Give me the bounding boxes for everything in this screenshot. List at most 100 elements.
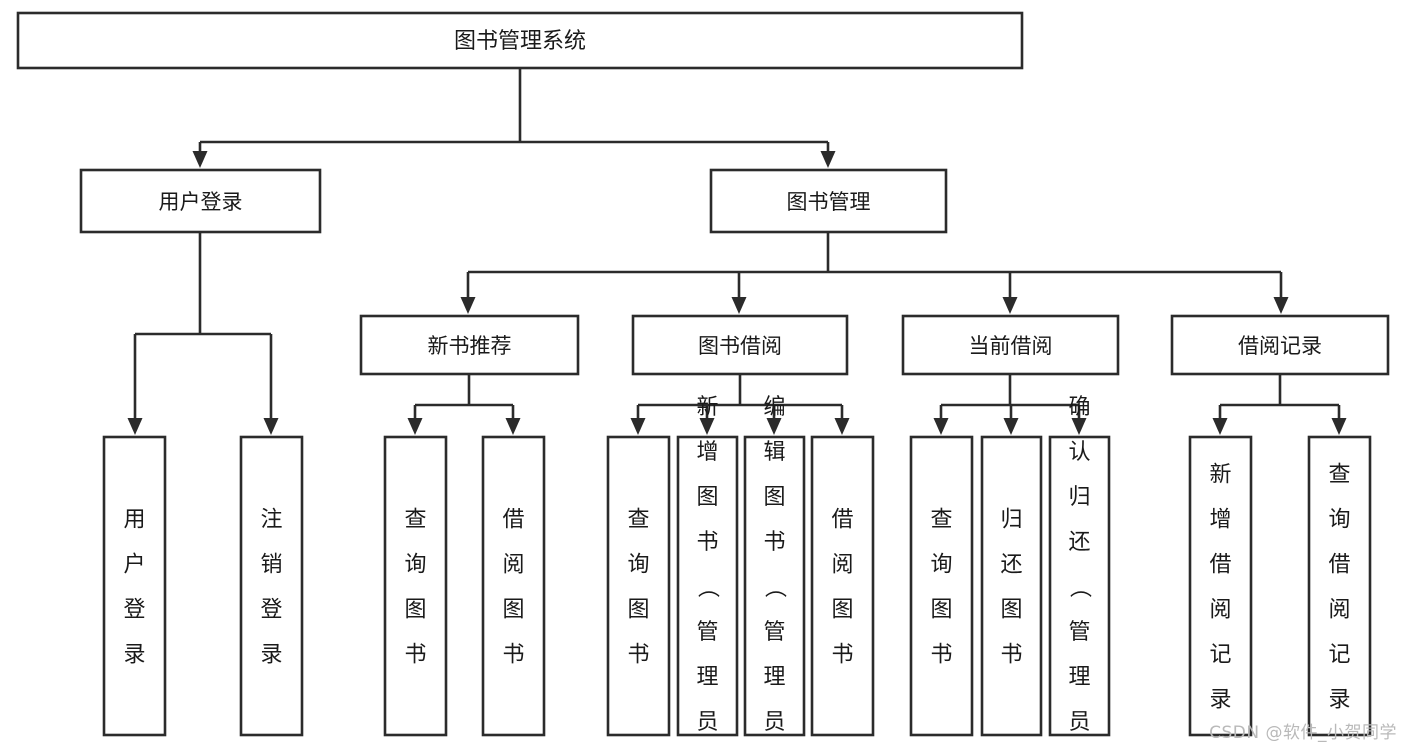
arrow-head-icon — [933, 418, 949, 435]
leaf-label-char: 查 — [404, 508, 426, 533]
node-box — [709, 168, 948, 234]
leaf-label-char: 管 — [1068, 620, 1090, 645]
node-label: 借阅记录 — [1238, 334, 1322, 358]
leaf-label-char: 户 — [123, 553, 145, 578]
leaf-label-char: 归 — [1000, 508, 1022, 533]
arrow-head-icon — [820, 151, 836, 168]
node-layer: 图书管理系统用户登录图书管理新书推荐图书借阅当前借阅借阅记录用户登录注销登录查询… — [16, 11, 1390, 747]
leaf-label-char: 查 — [1328, 463, 1350, 488]
node-box — [631, 314, 849, 376]
leaf-label-char: 注 — [260, 508, 282, 533]
leaf-label-char: 阅 — [1328, 598, 1350, 623]
leaf-label-char: 书 — [696, 530, 718, 555]
level2-node-0[interactable]: 用户登录 — [79, 168, 322, 234]
arrow-head-icon — [1003, 418, 1019, 435]
leaf-label-char: 查 — [627, 508, 649, 533]
leaf-box — [606, 435, 671, 737]
leaf-label-char: 阅 — [831, 553, 853, 578]
arrow-head-icon — [731, 297, 747, 314]
node-label: 图书借阅 — [698, 334, 782, 358]
arrow-head-icon — [407, 418, 423, 435]
leaf-label-char: 图 — [502, 598, 524, 623]
connector-group — [192, 68, 836, 168]
leaf-label-char: 询 — [930, 553, 952, 578]
node-box — [901, 314, 1120, 376]
leaf-label-char: 阅 — [502, 553, 524, 578]
leaf-box — [676, 435, 739, 737]
leaf-label-char: 增 — [1209, 508, 1231, 533]
arrow-head-icon — [460, 297, 476, 314]
leaf-label-char: 阅 — [1209, 598, 1231, 623]
root-node-book-management-system[interactable]: 图书管理系统 — [16, 11, 1024, 70]
level3-node-2[interactable]: 当前借阅 — [901, 314, 1120, 376]
leaf-label-char: 确 — [1068, 395, 1090, 420]
level3-node-1[interactable]: 图书借阅 — [631, 314, 849, 376]
arrow-head-icon — [127, 418, 143, 435]
connector-group — [1212, 374, 1347, 435]
leaf-box — [743, 435, 806, 737]
leaf-label-char: （ — [762, 576, 787, 598]
arrow-head-icon — [630, 418, 646, 435]
leaf-node-0[interactable]: 用户登录 — [102, 435, 167, 737]
connector-group — [460, 232, 1289, 314]
leaf-label-char: 员 — [763, 710, 785, 735]
node-label: 新书推荐 — [428, 334, 512, 358]
leaf-label-char: 员 — [696, 710, 718, 735]
level3-node-3[interactable]: 借阅记录 — [1170, 314, 1390, 376]
leaf-label-char: 书 — [1000, 643, 1022, 668]
arrow-head-icon — [1273, 297, 1289, 314]
leaf-box — [1048, 435, 1111, 737]
leaf-label-char: 图 — [404, 598, 426, 623]
leaf-box — [909, 435, 974, 737]
node-label: 图书管理系统 — [454, 29, 586, 54]
leaf-label-char: 借 — [502, 508, 524, 533]
leaf-label-char: 图 — [627, 598, 649, 623]
leaf-label-char: 理 — [763, 665, 785, 690]
connector-group — [933, 374, 1087, 435]
level2-node-1[interactable]: 图书管理 — [709, 168, 948, 234]
leaf-label-char: 借 — [1328, 553, 1350, 578]
leaf-label-char: 录 — [260, 643, 282, 668]
leaf-label-char: 登 — [123, 598, 145, 623]
arrow-head-icon — [192, 151, 208, 168]
node-box — [79, 168, 322, 234]
leaf-box — [102, 435, 167, 737]
leaf-label-char: 管 — [763, 620, 785, 645]
connector-layer — [127, 68, 1347, 435]
leaf-label-char: 归 — [1068, 485, 1090, 510]
arrow-head-icon — [1331, 418, 1347, 435]
connector-group — [630, 374, 850, 435]
level3-node-0[interactable]: 新书推荐 — [359, 314, 580, 376]
leaf-label: 用户登录 — [123, 508, 145, 668]
leaf-label-char: 借 — [1209, 553, 1231, 578]
leaf-box — [1307, 435, 1372, 737]
leaf-label-char: 登 — [260, 598, 282, 623]
leaf-label-char: 认 — [1068, 440, 1090, 465]
node-box — [359, 314, 580, 376]
arrow-head-icon — [834, 418, 850, 435]
leaf-label-char: 询 — [404, 553, 426, 578]
leaf-box — [481, 435, 546, 737]
leaf-label-char: 书 — [930, 643, 952, 668]
leaf-label-char: 图 — [930, 598, 952, 623]
arrow-head-icon — [1071, 418, 1087, 435]
connector-group — [407, 374, 521, 435]
